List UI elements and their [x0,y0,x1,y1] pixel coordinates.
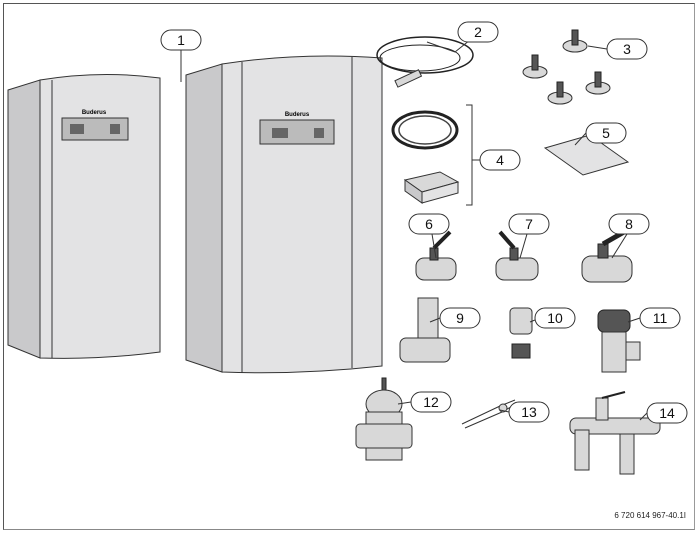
wire-coil-and-box [391,104,473,206]
callout-2: 2 [457,21,499,43]
svg-text:11: 11 [653,310,668,326]
callout-3: 3 [606,38,648,60]
boiler-left: Buderus [7,73,161,359]
svg-text:3: 3 [623,41,631,57]
figure-id: 6 720 614 967-40.1I [614,511,686,520]
svg-text:9: 9 [456,310,464,326]
air-vent-10 [509,307,533,359]
callout-4: 4 [479,149,521,171]
callout-8: 8 [608,213,650,235]
documentation [543,134,630,176]
ball-valve-7 [495,230,539,281]
callout-10: 10 [534,307,576,329]
figure-frame [3,3,695,530]
svg-text:10: 10 [547,310,563,326]
callout-11: 11 [639,307,681,329]
manifold-14 [569,391,661,475]
callout-14: 14 [646,402,688,424]
ball-valve-8 [581,229,633,283]
svg-text:6: 6 [425,216,433,232]
fitting-11 [597,309,641,373]
callout-12: 12 [410,391,452,413]
svg-text:1: 1 [177,32,185,48]
brand-logo: Buderus [285,112,310,118]
svg-text:14: 14 [659,405,675,421]
callout-13: 13 [508,401,550,423]
ball-valve-6 [415,230,457,281]
adjustable-feet [522,29,611,105]
brand-logo: Buderus [82,110,107,116]
callout-1: 1 [160,29,202,51]
svg-text:13: 13 [521,404,537,420]
boiler-right: Buderus [185,55,383,374]
callout-9: 9 [439,307,481,329]
svg-text:8: 8 [625,216,633,232]
svg-text:12: 12 [423,394,439,410]
callout-6: 6 [408,213,450,235]
pliers-13 [461,399,517,429]
svg-text:4: 4 [496,152,504,168]
sensor-cable [376,36,474,88]
fitting-9 [399,297,451,363]
svg-text:7: 7 [525,216,533,232]
callout-5: 5 [585,122,627,144]
svg-text:2: 2 [474,24,482,40]
callout-7: 7 [508,213,550,235]
svg-text:5: 5 [602,125,610,141]
dirt-separator-12 [355,377,413,461]
